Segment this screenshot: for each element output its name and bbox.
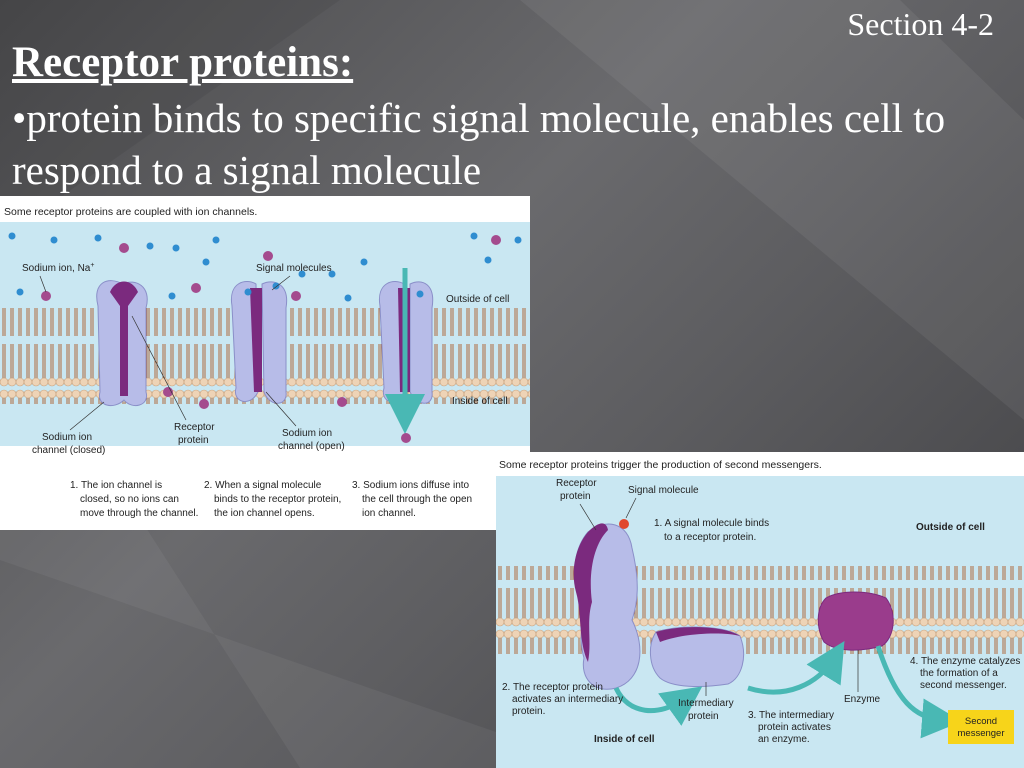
svg-text:the cell through the open: the cell through the open: [362, 494, 472, 505]
svg-text:move through the channel.: move through the channel.: [80, 508, 198, 519]
svg-text:2. When a signal molecule: 2. When a signal molecule: [204, 480, 322, 491]
messenger-step-2: 2. The receptor protein activates an int…: [502, 682, 623, 717]
ion-channel-diagram: Some receptor proteins are coupled with …: [0, 206, 530, 519]
svg-text:4. The enzyme catalyzes: 4. The enzyme catalyzes: [910, 656, 1020, 667]
open-channel-with-ions: [378, 268, 434, 434]
outside-cell-label: Outside of cell: [916, 522, 985, 533]
intermediary-protein: [650, 626, 744, 687]
activation-arrow-2: [747, 640, 845, 695]
svg-text:3. Sodium ions diffuse into: 3. Sodium ions diffuse into: [352, 480, 470, 491]
intermediary-label-line2: protein: [688, 711, 719, 722]
activation-arrow-1: [613, 686, 703, 726]
inside-cell-label: Inside of cell: [594, 734, 655, 745]
step-1-text: 1. The ion channel is closed, so no ions…: [70, 480, 198, 519]
receptor-label-line2: protein: [560, 491, 591, 502]
step-2-text: 2. When a signal molecule binds to the r…: [204, 480, 341, 519]
closed-channel-label-line2: channel (closed): [32, 445, 105, 456]
outside-cell-label: Outside of cell: [446, 294, 509, 305]
second-messenger-figure: Some receptor proteins trigger the produ…: [496, 452, 1024, 768]
receptor-label-line1: Receptor: [556, 478, 597, 489]
bullet-point: •protein binds to specific signal molecu…: [12, 95, 946, 193]
receptor-label-line2: protein: [178, 435, 209, 446]
svg-text:protein.: protein.: [512, 706, 545, 717]
enzyme-label: Enzyme: [844, 694, 881, 705]
inside-cell-label: Inside of cell: [452, 396, 508, 407]
open-channel-label-line1: Sodium ion: [282, 428, 332, 439]
second-messenger-label-line1: Second: [965, 716, 997, 727]
svg-text:2. The receptor protein: 2. The receptor protein: [502, 682, 603, 693]
svg-text:the formation of a: the formation of a: [920, 668, 998, 679]
second-messenger-diagram: Some receptor proteins trigger the produ…: [496, 459, 1024, 768]
sodium-ion-label: Sodium ion, Na+: [22, 262, 94, 274]
step-3-text: 3. Sodium ions diffuse into the cell thr…: [352, 480, 472, 519]
second-messenger-label-line2: messenger: [958, 728, 1005, 739]
messenger-step-3: 3. The intermediary protein activates an…: [748, 710, 834, 745]
closed-ion-channel: [96, 280, 148, 407]
slide-heading: Receptor proteins:: [12, 39, 354, 86]
svg-text:ion channel.: ion channel.: [362, 508, 416, 519]
signal-molecules-label: Signal molecules: [256, 263, 332, 274]
svg-text:to a receptor protein.: to a receptor protein.: [664, 532, 756, 543]
svg-text:closed, so no ions can: closed, so no ions can: [80, 494, 179, 505]
ion-channel-figure: Some receptor proteins are coupled with …: [0, 196, 530, 530]
enzyme: [817, 591, 894, 651]
ion-figure-caption: Some receptor proteins are coupled with …: [4, 206, 257, 218]
svg-text:second messenger.: second messenger.: [920, 680, 1007, 691]
closed-channel-label-line1: Sodium ion: [42, 432, 92, 443]
messenger-step-4: 4. The enzyme catalyzes the formation of…: [910, 656, 1020, 691]
svg-text:binds to the receptor protein,: binds to the receptor protein,: [214, 494, 341, 505]
signal-molecule-label: Signal molecule: [628, 485, 699, 496]
svg-text:1. A signal molecule binds: 1. A signal molecule binds: [654, 518, 769, 529]
receptor-label-line1: Receptor: [174, 422, 215, 433]
svg-text:3. The intermediary: 3. The intermediary: [748, 710, 834, 721]
catalysis-arrow: [875, 645, 962, 739]
svg-text:1. The ion channel is: 1. The ion channel is: [70, 480, 162, 491]
svg-text:an enzyme.: an enzyme.: [758, 734, 810, 745]
sodium-ions: [8, 232, 522, 443]
signal-molecule: [619, 519, 629, 529]
svg-text:activates an intermediary: activates an intermediary: [512, 694, 623, 705]
open-channel-label-line2: channel (open): [278, 441, 345, 452]
receptor-protein: [573, 519, 641, 690]
messenger-step-1: 1. A signal molecule binds to a receptor…: [654, 518, 769, 543]
section-number: Section 4-2: [847, 6, 994, 42]
messenger-figure-caption: Some receptor proteins trigger the produ…: [499, 459, 822, 471]
second-messenger-box: [948, 710, 1014, 744]
intermediary-label-line1: Intermediary: [678, 698, 734, 709]
svg-text:protein activates: protein activates: [758, 722, 831, 733]
open-ion-channel: [230, 281, 288, 404]
svg-text:the ion channel opens.: the ion channel opens.: [214, 508, 315, 519]
